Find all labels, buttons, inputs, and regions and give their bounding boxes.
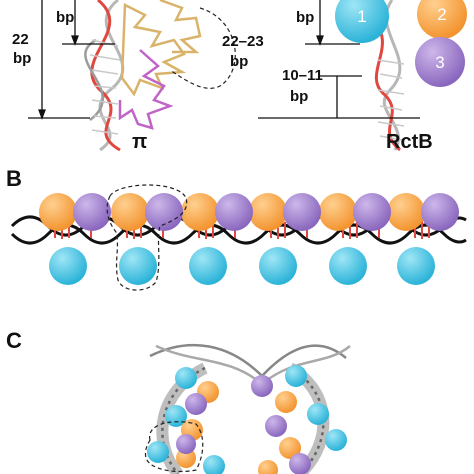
panel-a-left-bp-top: bp: [56, 9, 74, 26]
panel-a-pi-dashed-outline: [169, 7, 236, 89]
panel-a-rctb-label: RctB: [386, 131, 433, 153]
panel-a-left-22-bp: bp: [13, 50, 31, 67]
panel-a-left-22-23: 22–23: [222, 33, 264, 50]
panel-a-left-22-23-bp: bp: [230, 53, 248, 70]
panel-c-dashed-monomer-outline: [144, 421, 204, 473]
panel-a: bp 22 bp 22–23 bp π bp 10–11 bp RctB: [12, 0, 467, 153]
svg-text:1: 1: [357, 7, 366, 26]
panel-c-purple-domains: [176, 375, 311, 474]
rctb-domain-2: 2: [417, 0, 467, 39]
panel-c-label: C: [6, 328, 22, 353]
panel-b-top-purple-row: [73, 193, 459, 231]
svg-text:2: 2: [437, 5, 446, 24]
rctb-domain-3: 3: [415, 37, 465, 87]
panel-a-left-22: 22: [12, 31, 29, 48]
panel-a-right-bp-top: bp: [296, 9, 314, 26]
rctb-domain-1: 1: [335, 0, 389, 43]
panel-b-bottom-cyan-row: [49, 247, 435, 285]
panel-a-left-dna-helix: [84, 0, 125, 152]
panel-a-right-dna-helix: [370, 0, 405, 152]
panel-a-right-brackets: [258, 0, 420, 119]
panel-b-top-orange-row: [39, 193, 425, 231]
svg-text:3: 3: [435, 53, 444, 72]
panel-a-pi-label: π: [132, 131, 147, 153]
panel-a-right-10-11-bp: bp: [290, 88, 308, 105]
panel-b-dashed-monomer-outline: [106, 184, 188, 291]
panel-a-left-brackets: [28, 0, 115, 120]
panel-a-right-10-11: 10–11: [282, 67, 323, 84]
panel-c-cyan-domains: [147, 365, 347, 474]
panel-b-label: B: [6, 166, 22, 191]
panel-a-pi-protein-structure: [118, 0, 202, 130]
panel-c-orange-domains: [176, 381, 301, 474]
